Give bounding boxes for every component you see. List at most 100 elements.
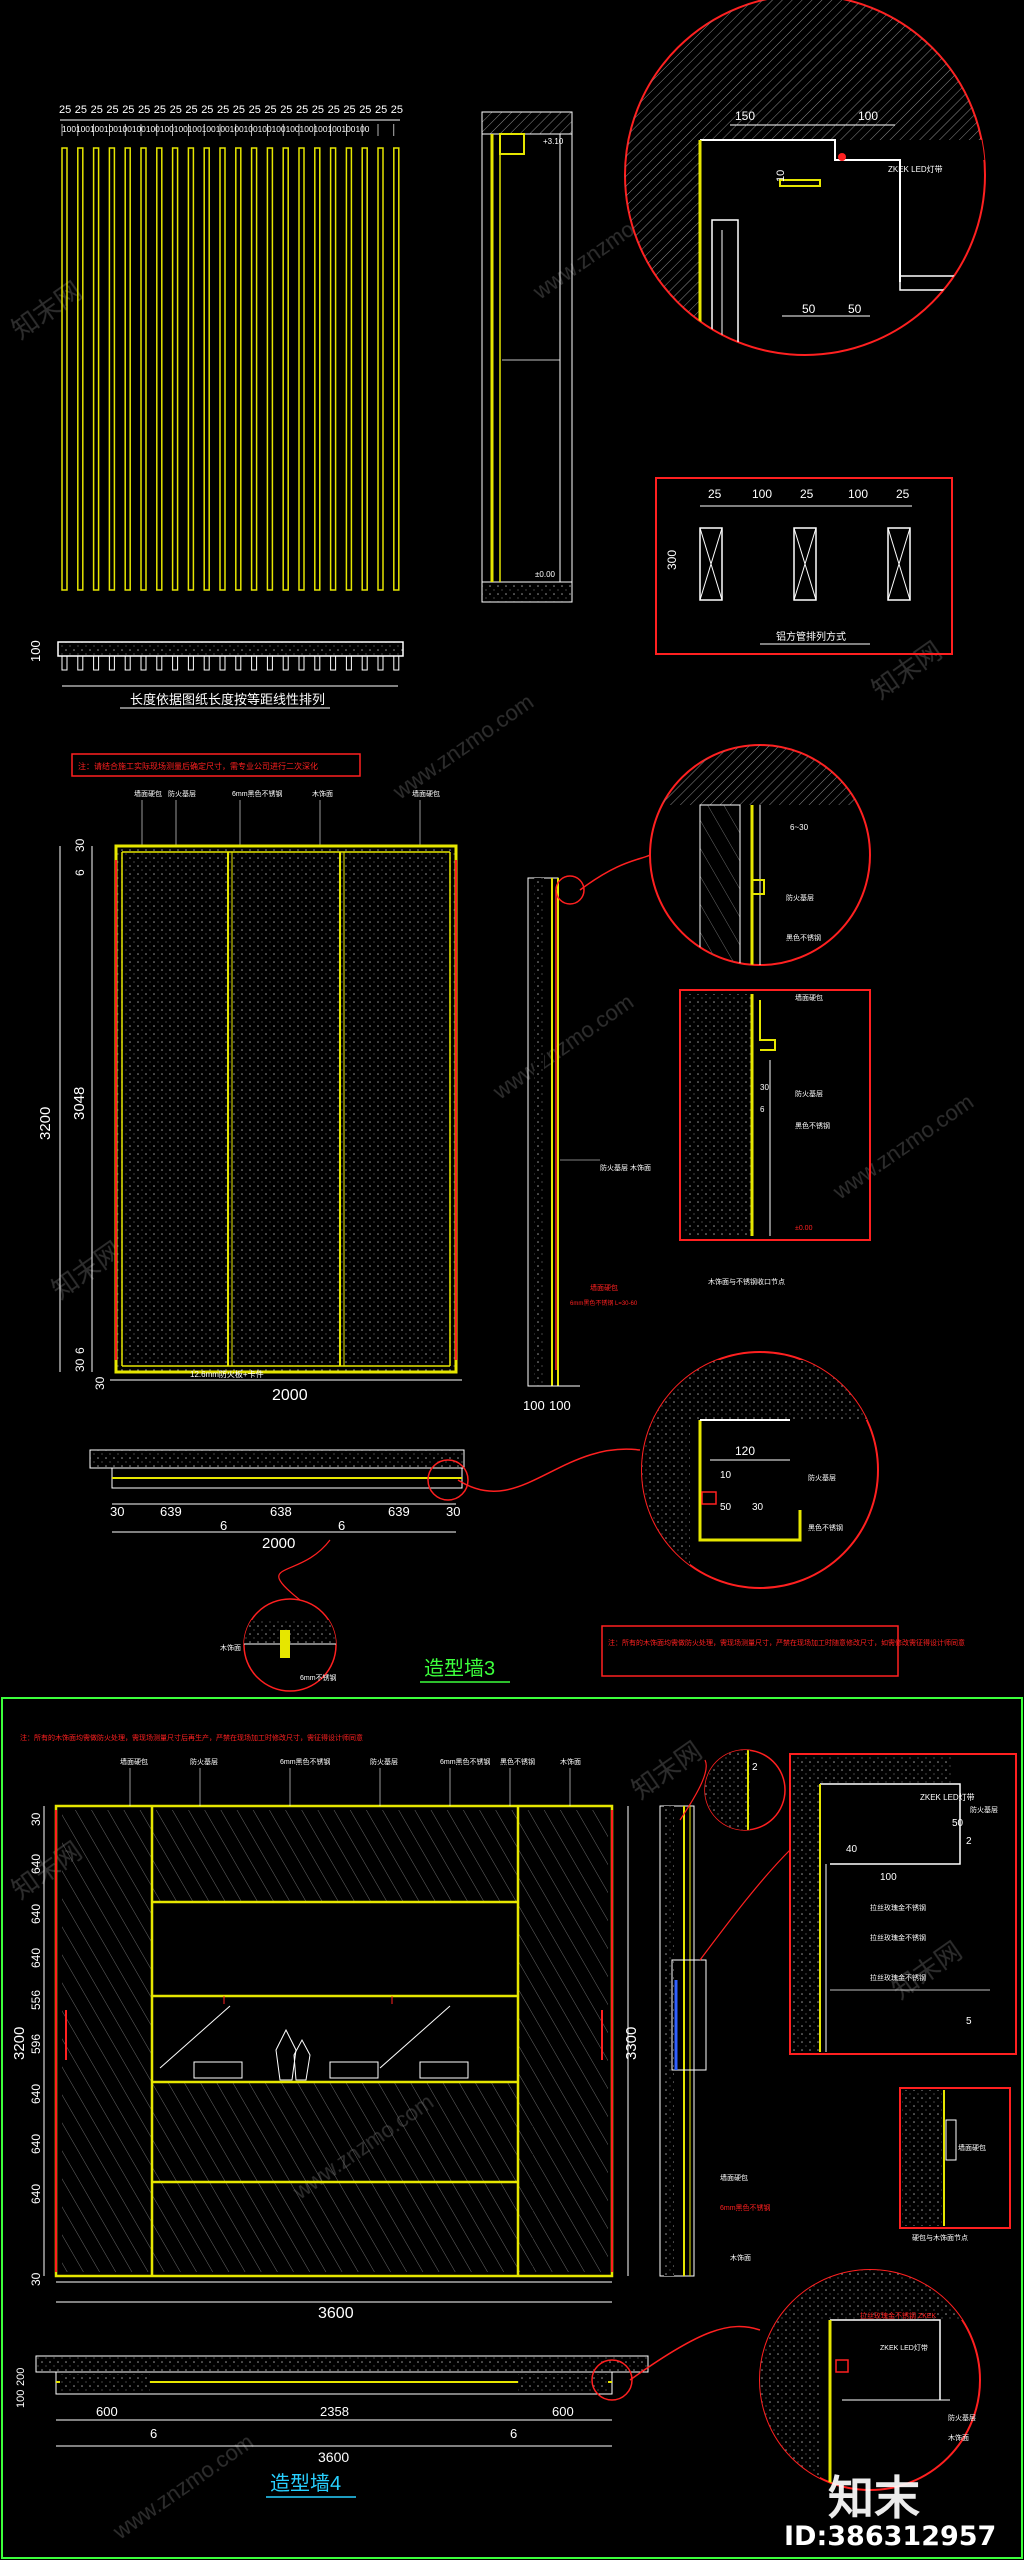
svg-text:防火基层 木饰面: 防火基层 木饰面 — [600, 1163, 651, 1172]
svg-text:知末网: 知末网 — [6, 276, 87, 345]
slat — [393, 147, 400, 591]
slat-dim: 25 — [201, 104, 213, 116]
slat — [235, 147, 242, 591]
slat-section: +3.10 ±0.00 — [481, 111, 573, 603]
wall4-left-dim: 30 — [29, 2272, 43, 2286]
wall3-top-label: 6mm黑色不锈钢 — [232, 789, 283, 798]
svg-text:6mm黑色不锈钢: 6mm黑色不锈钢 — [440, 1757, 491, 1766]
svg-text:黑色不锈钢: 黑色不锈钢 — [500, 1757, 535, 1766]
sheet2-frame — [1, 1697, 1023, 2559]
profile-dim: 100 — [752, 487, 772, 501]
svg-text:拉丝玫瑰金不锈钢: 拉丝玫瑰金不锈钢 — [870, 1973, 926, 1982]
wall3-detail-120: 120 — [735, 1444, 755, 1458]
wall3-left-dim: 6 — [73, 1347, 87, 1354]
wall4-bottom-6b: 6 — [510, 2426, 517, 2441]
wall3-title: 造型墙3 — [424, 1657, 495, 1680]
slat — [140, 147, 147, 591]
wall3-section-dim-a: 100 — [523, 1398, 545, 1413]
svg-text:木饰面: 木饰面 — [220, 1643, 241, 1652]
wall4-left-dim: 30 — [29, 1812, 43, 1826]
wall3-elevation: 12.6mm防火板+卡件 — [110, 844, 462, 1381]
wall4-plan-width: 3600 — [318, 2449, 349, 2465]
wall3-left-dim: 30 — [93, 1376, 107, 1390]
svg-text:墙面硬包: 墙面硬包 — [958, 2143, 986, 2152]
wall4-left-dim: 556 — [29, 1990, 43, 2010]
logo-glyphs: 知末 — [828, 2471, 920, 2525]
svg-text:黑色不锈钢: 黑色不锈钢 — [795, 1121, 830, 1130]
profile-dim: 25 — [896, 487, 910, 501]
wall3-bottom-dim: 639 — [160, 1504, 182, 1519]
wall3-left-dim: 30 — [73, 838, 87, 852]
svg-text:+3.10: +3.10 — [543, 137, 564, 146]
svg-text:黑色不锈钢: 黑色不锈钢 — [786, 933, 821, 942]
slat — [108, 147, 116, 591]
wall3-bottom-note: 注：所有的木饰面均需做防火处理，需现场测量尺寸，严禁在现场加工时随意修改尺寸，如… — [601, 1625, 965, 1677]
slat-dim: 25 — [312, 104, 324, 116]
svg-text:防火基层: 防火基层 — [808, 1473, 836, 1482]
profile-dim: 25 — [800, 487, 814, 501]
svg-text:6mm黑色不锈钢: 6mm黑色不锈钢 — [720, 2203, 771, 2212]
svg-text:防火基层: 防火基层 — [970, 1805, 998, 1814]
slat-dim: 25 — [75, 104, 87, 116]
slat-dim: 25 — [138, 104, 150, 116]
wall4-bottom-6a: 6 — [150, 2426, 157, 2441]
slat — [250, 147, 258, 591]
wall4-bottom-2358: 2358 — [320, 2404, 349, 2419]
svg-text:6: 6 — [760, 1105, 765, 1114]
slat — [187, 147, 195, 591]
wall4-detail-right: ZKEK LED灯带 50 40 100 2 5 拉丝玫瑰金不锈钢 拉丝玫瑰金不… — [789, 1753, 1017, 2055]
detail1-dim-50a: 50 — [802, 302, 816, 316]
svg-text:6~30: 6~30 — [790, 823, 809, 832]
slat-dim: 25 — [391, 104, 403, 116]
slat — [314, 147, 321, 591]
wall4-left-dim: 640 — [29, 1854, 43, 1874]
slat — [61, 147, 68, 591]
svg-text:www.znzmo.com: www.znzmo.com — [388, 689, 538, 805]
svg-text:拉丝玫瑰金不锈钢: 拉丝玫瑰金不锈钢 — [870, 1903, 926, 1912]
svg-text:www.znzmo.com: www.znzmo.com — [488, 989, 638, 1105]
wall3-left-dim: 30 — [73, 1358, 87, 1372]
wall4-bottom-600a: 600 — [96, 2404, 118, 2419]
wall3-plan-width: 2000 — [262, 1535, 295, 1552]
wall4-left-dim: 640 — [29, 2134, 43, 2154]
shelf-decor — [159, 1996, 469, 2081]
svg-text:墙面硬包: 墙面硬包 — [590, 1283, 618, 1292]
slat-dim-row2: 1001001001001001001001001001001001001001… — [62, 124, 370, 134]
slat-caption: 长度依据图纸长度按等距线性排列 — [130, 692, 325, 707]
wall3-left-dim: 3200 — [37, 1107, 54, 1140]
slat-dim: 25 — [280, 104, 292, 116]
wall3-left-dim: 3048 — [71, 1087, 88, 1120]
wall3-top-label: 木饰面 — [312, 789, 333, 798]
wall4-note-text: 注：所有的木饰面均需做防火处理，需现场测量尺寸后再生产，严禁在现场加工时修改尺寸… — [20, 1733, 363, 1742]
detail1-label: ZKEK LED灯带 — [888, 164, 943, 174]
svg-text:墙面硬包: 墙面硬包 — [120, 1757, 148, 1766]
wall4-left-dim: 596 — [29, 2034, 43, 2054]
wall4-plan-dim-a: 200 — [15, 2368, 27, 2386]
svg-text:木饰面: 木饰面 — [948, 2433, 969, 2442]
svg-text:墙面硬包: 墙面硬包 — [720, 2173, 748, 2182]
slat — [345, 147, 353, 591]
slat — [219, 147, 226, 591]
profile-side-dim: 300 — [665, 550, 679, 570]
brand-logo: 知末 — [828, 2468, 978, 2528]
wall4-left-dim: 640 — [29, 1904, 43, 1924]
svg-text:防火基层: 防火基层 — [190, 1757, 218, 1766]
base-plan-strip — [57, 641, 404, 657]
svg-text:拉丝玫瑰金不锈钢 ZKEK: 拉丝玫瑰金不锈钢 ZKEK — [860, 2311, 937, 2320]
svg-text:2: 2 — [752, 1762, 758, 1773]
svg-text:墙面硬包: 墙面硬包 — [795, 993, 823, 1002]
slat-dim: 25 — [296, 104, 308, 116]
wall3-small-detail: 木饰面 6mm不锈钢 — [220, 1598, 337, 1692]
logo-text: 知末 — [828, 2471, 920, 2525]
detail1-dim-50b: 50 — [848, 302, 862, 316]
svg-text:ZKEK LED灯带: ZKEK LED灯带 — [920, 1792, 975, 1802]
wall4-left-dim: 640 — [29, 2084, 43, 2104]
svg-text:木饰面与不锈钢收口节点: 木饰面与不锈钢收口节点 — [708, 1277, 785, 1286]
svg-text:木饰面: 木饰面 — [730, 2253, 751, 2262]
wall3-section: 100 100 防火基层 木饰面 墙面硬包 6mm黑色不锈钢 L=30-60 — [523, 875, 651, 1413]
